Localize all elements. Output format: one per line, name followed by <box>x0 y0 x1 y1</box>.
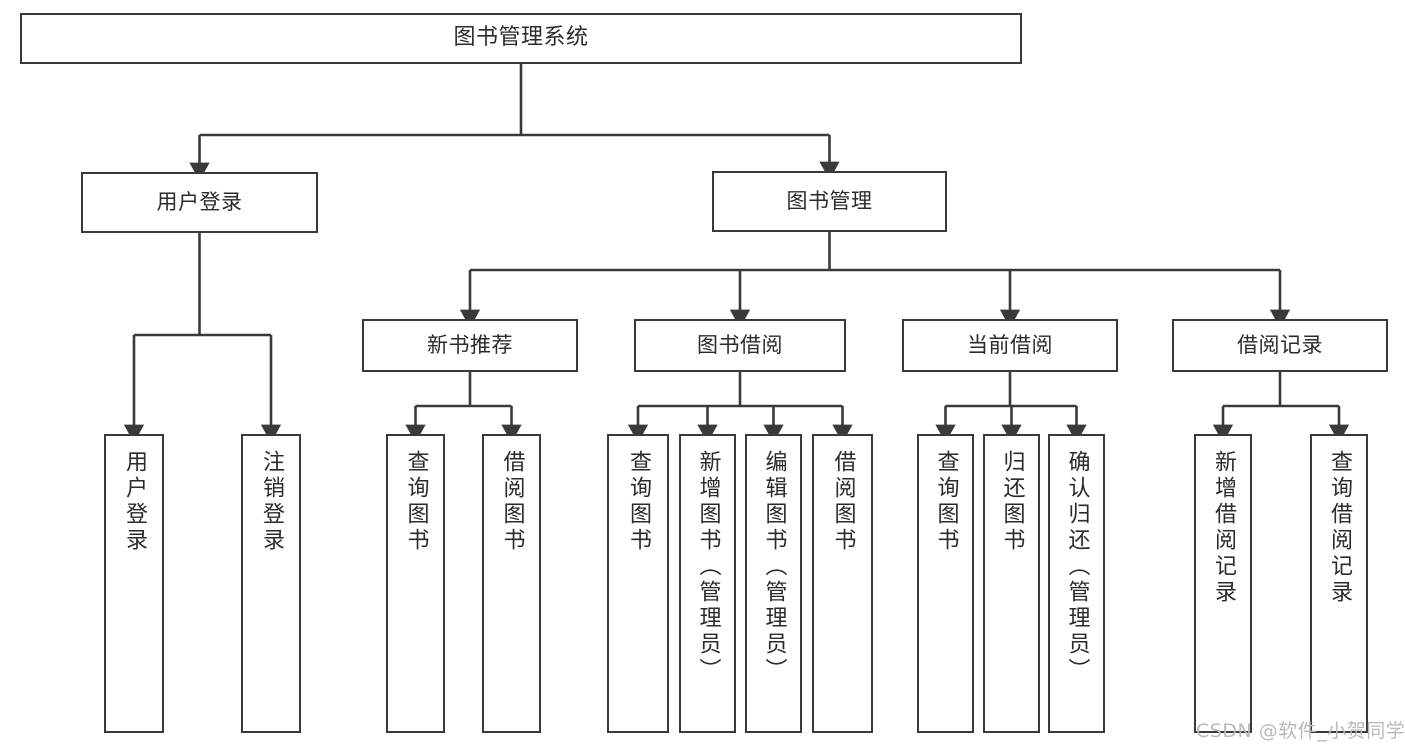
node-book-borrow-label: 图书借阅 <box>697 332 783 357</box>
node-current-borrow[interactable]: 当前借阅 <box>902 319 1118 372</box>
leaf-edit-book-label: 编辑图书（管理员） <box>761 450 787 684</box>
leaf-confirm-return[interactable]: 确认归还（管理员） <box>1048 434 1105 733</box>
node-current-borrow-label: 当前借阅 <box>967 332 1053 357</box>
leaf-borrow-book[interactable]: 借阅图书 <box>812 434 873 733</box>
leaf-add-borrow-record-label: 新增借阅记录 <box>1211 450 1236 606</box>
leaf-confirm-return-label: 确认归还（管理员） <box>1064 450 1090 684</box>
leaf-query-borrow-record[interactable]: 查询借阅记录 <box>1310 434 1368 733</box>
leaf-query-borrow-record-label: 查询借阅记录 <box>1327 450 1352 606</box>
node-new-book-recommend[interactable]: 新书推荐 <box>362 319 578 372</box>
leaf-query-book-current[interactable]: 查询图书 <box>917 434 974 733</box>
leaf-query-book-recommend[interactable]: 查询图书 <box>386 434 445 733</box>
node-borrow-record[interactable]: 借阅记录 <box>1172 319 1388 372</box>
leaf-add-book-label: 新增图书（管理员） <box>695 450 721 684</box>
leaf-return-book-label: 归还图书 <box>999 450 1025 554</box>
node-user-login-label: 用户登录 <box>156 189 243 214</box>
leaf-query-book-recommend-label: 查询图书 <box>403 450 429 554</box>
leaf-add-borrow-record[interactable]: 新增借阅记录 <box>1194 434 1252 733</box>
leaf-borrow-book-label: 借阅图书 <box>830 450 856 554</box>
leaf-logout-label: 注销登录 <box>259 450 284 554</box>
node-book-borrow[interactable]: 图书借阅 <box>634 319 846 372</box>
leaf-query-book-borrow-label: 查询图书 <box>626 450 651 554</box>
leaf-user-login-label: 用户登录 <box>122 450 147 554</box>
node-new-book-recommend-label: 新书推荐 <box>427 332 513 357</box>
node-borrow-record-label: 借阅记录 <box>1237 332 1323 357</box>
leaf-borrow-book-recommend-label: 借阅图书 <box>499 450 525 554</box>
node-user-login[interactable]: 用户登录 <box>81 172 318 233</box>
csdn-watermark: CSDN @软件_小贺同学 <box>1196 720 1405 742</box>
node-root[interactable]: 图书管理系统 <box>20 13 1022 64</box>
leaf-add-book[interactable]: 新增图书（管理员） <box>679 434 736 733</box>
leaf-user-login[interactable]: 用户登录 <box>104 434 164 733</box>
node-root-label: 图书管理系统 <box>453 25 589 51</box>
leaf-query-book-borrow[interactable]: 查询图书 <box>607 434 669 733</box>
node-book-manage[interactable]: 图书管理 <box>712 171 947 232</box>
node-book-manage-label: 图书管理 <box>786 188 873 213</box>
leaf-return-book[interactable]: 归还图书 <box>983 434 1040 733</box>
leaf-query-book-current-label: 查询图书 <box>933 450 959 554</box>
leaf-logout[interactable]: 注销登录 <box>241 434 301 733</box>
leaf-borrow-book-recommend[interactable]: 借阅图书 <box>482 434 541 733</box>
leaf-edit-book[interactable]: 编辑图书（管理员） <box>745 434 802 733</box>
